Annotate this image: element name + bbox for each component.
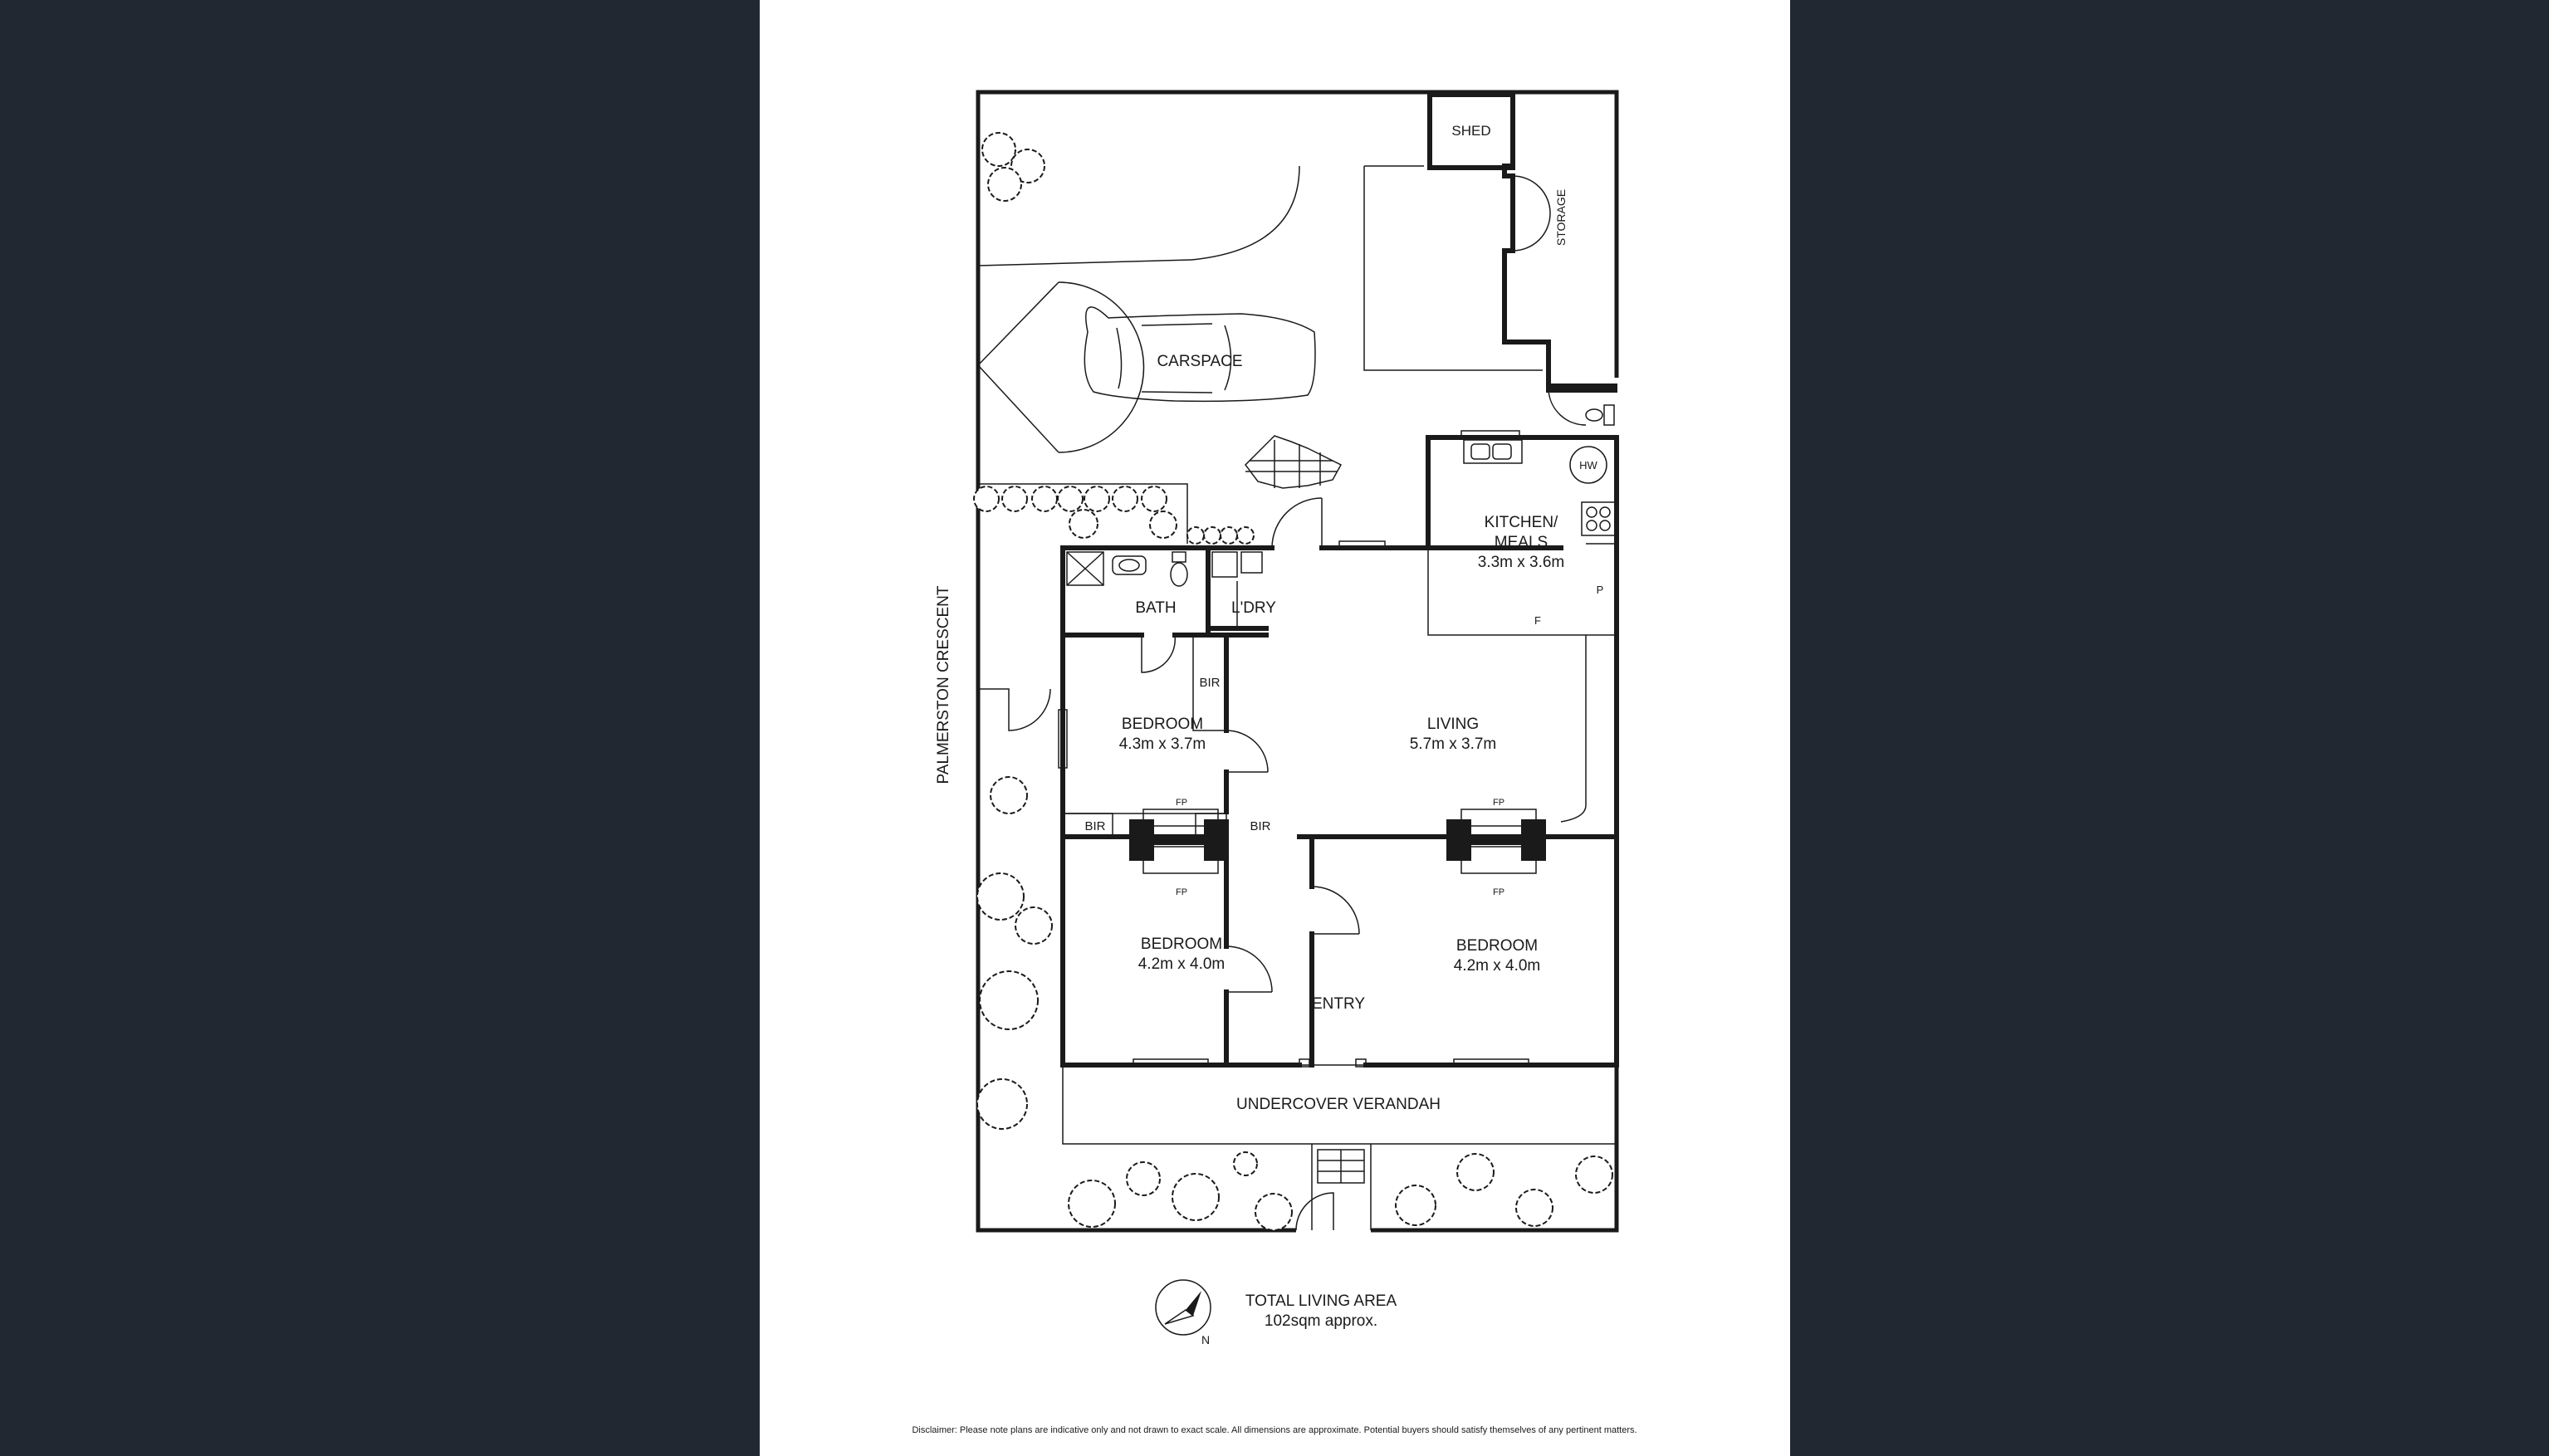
bedroom1-label: BEDROOM (1122, 716, 1203, 733)
fireplace-east: FP FP (1446, 798, 1546, 897)
storage-label: STORAGE (1554, 189, 1568, 246)
pantry-label: P (1597, 584, 1604, 596)
total-area-title: TOTAL LIVING AREA (1245, 1292, 1397, 1310)
bir-label-2: BIR (1084, 819, 1105, 833)
carspace-label: CARSPACE (1157, 353, 1242, 370)
fireplace-west: FP FP (1129, 798, 1229, 897)
door-swings (978, 497, 1360, 1231)
fp-label-4: FP (1493, 887, 1504, 897)
compass-north-label: N (1201, 1333, 1210, 1346)
total-area-value: 102sqm approx. (1265, 1312, 1377, 1330)
bedroom3-size: 4.2m x 4.0m (1454, 957, 1541, 975)
kitchen-fixtures: HW P F (1463, 439, 1616, 627)
disclaimer-text: Disclaimer: Please note plans are indica… (912, 1425, 1637, 1435)
floor-plan-sheet: SHED STORAGE CARSPACE (760, 0, 1790, 1456)
kitchen-size: 3.3m x 3.6m (1478, 554, 1565, 571)
storage: STORAGE (1502, 92, 1617, 388)
bedroom3-label: BEDROOM (1456, 937, 1538, 955)
living-label: LIVING (1427, 716, 1479, 733)
bir-label-1: BIR (1199, 676, 1220, 690)
bedroom2-size: 4.2m x 4.0m (1138, 955, 1226, 973)
car-icon: CARSPACE (1084, 306, 1316, 403)
hw-label: HW (1579, 459, 1597, 471)
fp-label-1: FP (1176, 798, 1187, 808)
bir-label-3: BIR (1250, 819, 1270, 833)
shrubs (973, 132, 1613, 1231)
shed-label: SHED (1451, 123, 1490, 139)
bath-fixtures (1066, 551, 1263, 587)
living-size: 5.7m x 3.7m (1410, 735, 1497, 753)
bedroom1-size: 4.3m x 3.7m (1119, 735, 1206, 753)
rear-gates (977, 281, 1145, 453)
garden-edge (978, 483, 1188, 544)
site-boundary (976, 90, 1619, 1233)
bedroom2-label: BEDROOM (1141, 936, 1222, 953)
windows (1058, 430, 1529, 1068)
fp-label-2: FP (1176, 887, 1187, 897)
driveway-lines (977, 165, 1543, 371)
bath-label: BATH (1135, 599, 1176, 617)
kitchen-label-line1: KITCHEN/ (1485, 514, 1558, 531)
verandah (1062, 1064, 1617, 1230)
compass-icon: N (1155, 1279, 1211, 1346)
fridge-label: F (1534, 614, 1541, 627)
fp-label-3: FP (1493, 798, 1504, 808)
entry-label: ENTRY (1312, 995, 1365, 1013)
kitchen-label-line2: MEALS (1495, 534, 1548, 551)
verandah-label: UNDERCOVER VERANDAH (1236, 1096, 1441, 1113)
paving-icon (1245, 435, 1343, 489)
laundry-label: L'DRY (1231, 599, 1276, 617)
floor-plan-drawing: SHED STORAGE CARSPACE (912, 90, 1637, 1435)
street-label: PALMERSTON CRESCENT (935, 585, 952, 784)
outdoor-toilet (1546, 384, 1617, 426)
shed: SHED (1427, 92, 1515, 170)
